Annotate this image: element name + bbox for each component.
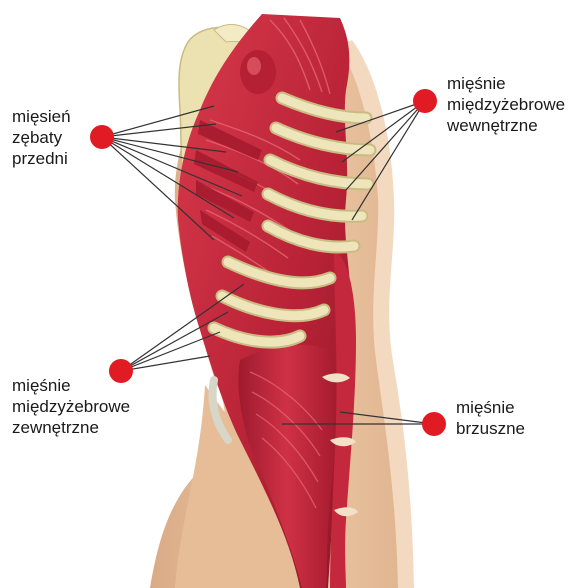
label-line: wewnętrzne [447, 115, 565, 136]
label-line: mięsień [12, 106, 71, 127]
label-abdominal-muscles: mięśnie brzuszne [456, 397, 525, 439]
label-external-intercostals: mięśnie międzyżebrowe zewnętrzne [12, 375, 130, 438]
label-line: mięśnie [447, 73, 565, 94]
label-line: zębaty [12, 127, 71, 148]
label-line: mięśnie [12, 375, 130, 396]
marker-serratus-icon [90, 125, 114, 149]
label-internal-intercostals: mięśnie międzyżebrowe wewnętrzne [447, 73, 565, 136]
label-line: brzuszne [456, 418, 525, 439]
label-line: zewnętrzne [12, 417, 130, 438]
label-line: międzyżebrowe [12, 396, 130, 417]
marker-internal-intercostals-icon [413, 89, 437, 113]
marker-abdominal-icon [422, 412, 446, 436]
label-serratus-anterior: mięsień zębaty przedni [12, 106, 71, 169]
label-line: mięśnie [456, 397, 525, 418]
label-line: międzyżebrowe [447, 94, 565, 115]
label-line: przedni [12, 148, 71, 169]
